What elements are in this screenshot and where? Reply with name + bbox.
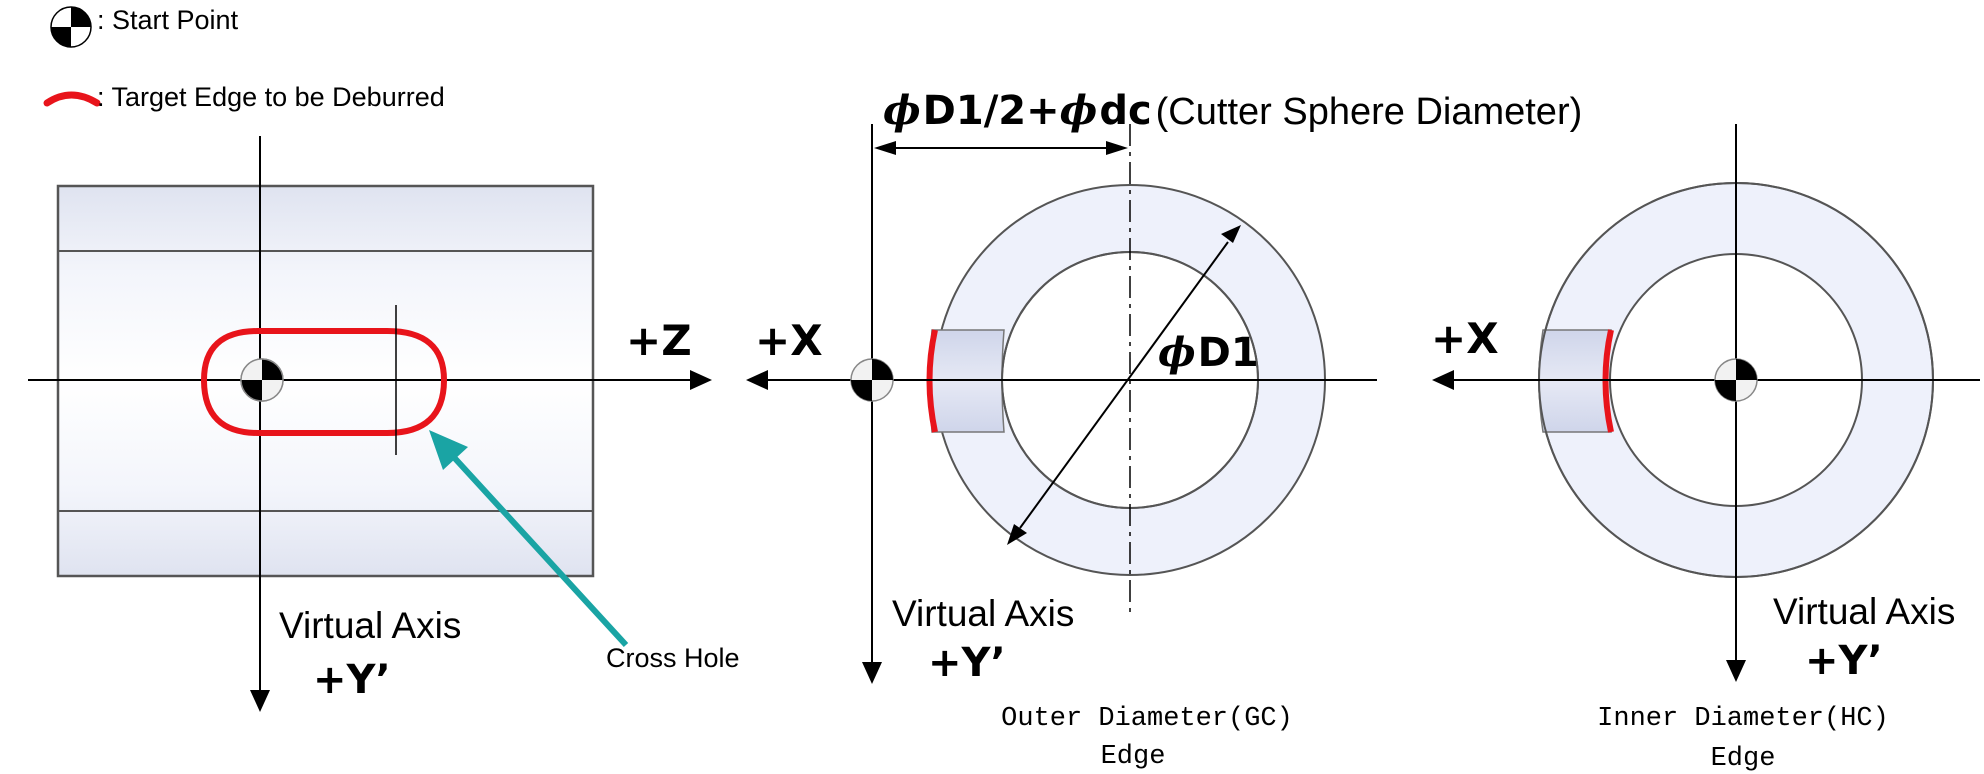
dimension-arrowhead-left bbox=[874, 141, 896, 155]
inner-diameter-caption-line1: Inner Diameter(HC) bbox=[1597, 704, 1889, 734]
z-axis-label: +Z bbox=[626, 316, 692, 365]
outer-diameter-caption-line2: Edge bbox=[1101, 742, 1166, 772]
right-view: +X Virtual Axis +Y’ Inner Diameter(HC) E… bbox=[1431, 124, 1980, 774]
x-axis-label-right: +X bbox=[1431, 314, 1499, 363]
outer-diameter-caption-line1: Outer Diameter(GC) bbox=[1001, 704, 1293, 734]
x-axis-arrowhead-middle bbox=[746, 370, 768, 390]
y-axis-label-left: +Y’ bbox=[313, 657, 391, 703]
dimension-label: ϕD1/2+ϕdc(Cutter Sphere Diameter) bbox=[883, 87, 1582, 134]
cross-hole-target-edge bbox=[200, 328, 448, 436]
start-point-icon bbox=[50, 6, 92, 48]
phi-symbol: ϕ bbox=[883, 87, 921, 134]
y-axis-label-right: +Y’ bbox=[1805, 638, 1883, 684]
y-axis-arrowhead-middle bbox=[862, 662, 882, 684]
x-axis-label-middle: +X bbox=[755, 316, 823, 365]
diameter-label: ϕD1 bbox=[1158, 329, 1259, 376]
virtual-axis-label-right: Virtual Axis bbox=[1773, 591, 1955, 632]
dimension-arrowhead-right bbox=[1106, 141, 1128, 155]
left-view: Virtual Axis +Y’ +Z Cross Hole bbox=[28, 136, 740, 712]
dimension-text: D1/2+ bbox=[923, 88, 1060, 134]
virtual-axis-label-middle: Virtual Axis bbox=[892, 593, 1074, 634]
diameter-text: D1 bbox=[1198, 330, 1259, 376]
z-axis-arrowhead bbox=[690, 370, 712, 390]
diameter-arrowhead-bottom bbox=[1007, 524, 1027, 545]
start-point-marker-left bbox=[240, 358, 284, 402]
cross-hole-label: Cross Hole bbox=[606, 643, 740, 673]
inner-diameter-caption-line2: Edge bbox=[1711, 744, 1776, 774]
cross-hole-arrow-shaft bbox=[447, 450, 629, 648]
diameter-d1-line bbox=[1019, 241, 1229, 529]
legend: : Start Point : Target Edge to be Deburr… bbox=[43, 5, 445, 112]
start-point-marker-middle bbox=[850, 358, 894, 402]
cross-hole-arrowhead bbox=[429, 430, 468, 470]
diameter-phi-symbol: ϕ bbox=[1158, 329, 1196, 376]
x-axis-arrowhead-right bbox=[1432, 370, 1454, 390]
start-point-legend-label: : Start Point bbox=[97, 5, 239, 35]
y-axis-arrowhead-left bbox=[250, 690, 270, 712]
phi-symbol-2: ϕ bbox=[1060, 87, 1098, 134]
dimension-text-2: dc bbox=[1099, 88, 1151, 134]
diameter-arrowhead-top bbox=[1221, 225, 1241, 243]
y-axis-label-middle: +Y’ bbox=[928, 640, 1006, 686]
start-point-marker-right bbox=[1714, 358, 1758, 402]
target-edge-legend-label: : Target Edge to be Deburred bbox=[97, 82, 445, 112]
virtual-axis-label-left: Virtual Axis bbox=[279, 605, 461, 646]
target-edge-legend-icon bbox=[43, 91, 101, 107]
middle-view: ϕD1/2+ϕdc(Cutter Sphere Diameter) ϕD1 +X… bbox=[746, 87, 1582, 772]
dimension-caption: (Cutter Sphere Diameter) bbox=[1156, 91, 1583, 133]
y-axis-arrowhead-right bbox=[1726, 660, 1746, 682]
